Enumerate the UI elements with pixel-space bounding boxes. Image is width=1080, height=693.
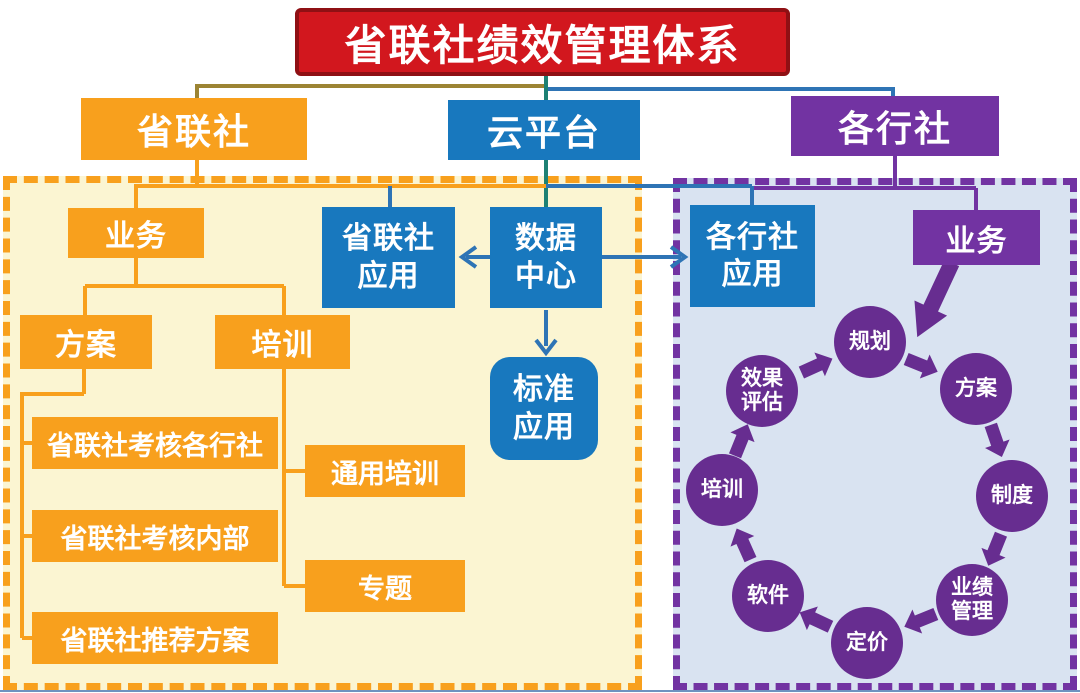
standard-app-label: 标准应用 xyxy=(513,373,575,444)
cycle-step-performance-mgmt: 业绩管理 xyxy=(936,564,1008,636)
cycle-step-pricing: 定价 xyxy=(831,607,903,679)
cloud-layer-connectors xyxy=(388,184,754,357)
cycle-step-training: 培训 xyxy=(686,454,758,526)
cycle-step-software: 软件 xyxy=(732,560,804,632)
provincial-app-box: 省联社应用 xyxy=(322,207,455,308)
provincial-app-label: 省联社应用 xyxy=(342,222,435,293)
cycle-step-plan: 方案 xyxy=(940,353,1012,425)
title-to-banks-connector xyxy=(544,87,895,96)
training-child-special: 专题 xyxy=(305,560,465,612)
plan-box: 方案 xyxy=(20,315,152,369)
standard-app-box: 标准应用 xyxy=(490,357,598,460)
arrow-software xyxy=(799,606,834,633)
banks-tree-connectors xyxy=(754,156,978,210)
arrow-system xyxy=(984,422,1010,458)
arrow-plan xyxy=(903,352,938,379)
header-banks: 各行社 xyxy=(791,96,999,156)
banks-app-label: 各行社应用 xyxy=(706,220,799,292)
arrow-training xyxy=(730,528,757,563)
training-box: 培训 xyxy=(215,315,350,369)
data-center-label: 数据中心 xyxy=(515,222,577,293)
training-child-general: 通用培训 xyxy=(305,445,465,497)
arrow-pricing xyxy=(904,607,939,634)
plan-child-assess-internal: 省联社考核内部 xyxy=(32,510,278,562)
title-to-provincial-connector xyxy=(195,84,546,98)
banks-app-box: 各行社应用 xyxy=(690,205,815,307)
cycle-step-planning: 规划 xyxy=(834,306,906,378)
arrow-evaluation xyxy=(728,424,755,459)
page-title: 省联社绩效管理体系 xyxy=(295,8,790,76)
provincial-tree-connectors xyxy=(20,160,546,640)
cycle-arrows xyxy=(728,352,1010,634)
business-to-cycle-arrow xyxy=(914,259,960,338)
header-provincial: 省联社 xyxy=(81,98,307,160)
business-box-left: 业务 xyxy=(68,208,204,258)
header-cloud: 云平台 xyxy=(448,100,640,160)
plan-child-assess-banks: 省联社考核各行社 xyxy=(32,417,278,469)
arrow-planning xyxy=(798,352,833,379)
plan-child-recommended: 省联社推荐方案 xyxy=(32,612,278,664)
arrow-performance xyxy=(981,531,1008,566)
data-center-box: 数据中心 xyxy=(490,207,602,308)
cycle-step-evaluation: 效果评估 xyxy=(726,355,798,427)
cycle-step-system: 制度 xyxy=(976,460,1048,532)
business-box-right: 业务 xyxy=(913,210,1040,265)
